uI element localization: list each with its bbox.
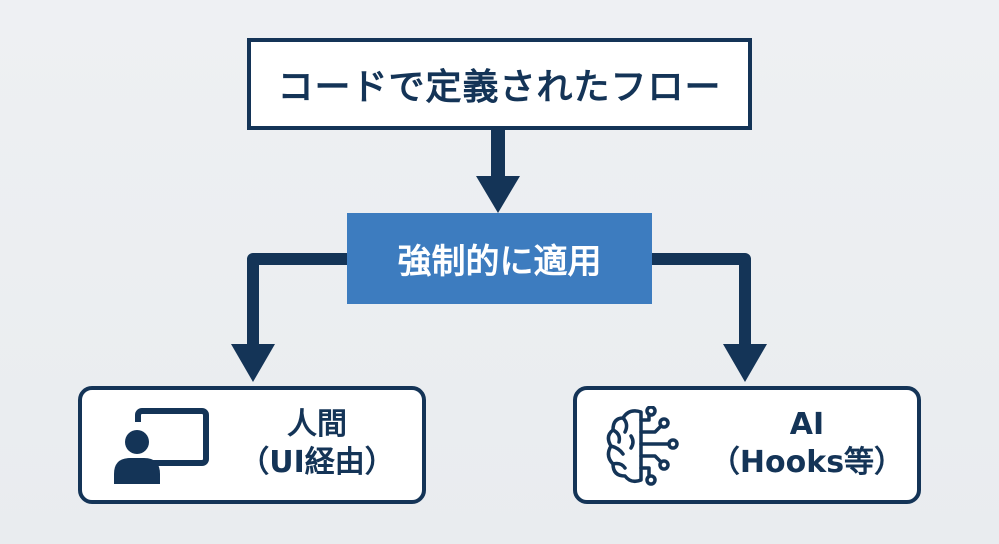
human-subtitle: （UI経由） (239, 445, 395, 480)
ai-subtitle: （Hooks等） (709, 445, 905, 480)
arrow-middle-to-human (231, 253, 347, 382)
arrow-middle-to-ai (652, 253, 767, 382)
ai-node-text: AI （Hooks等） (707, 406, 907, 482)
brain-circuit-icon (606, 406, 679, 486)
enforced-application-label: 強制的に適用 (397, 242, 602, 282)
ai-node-box: AI （Hooks等） (573, 386, 921, 504)
code-defined-flow-box: コードで定義されたフロー (247, 38, 752, 130)
human-title: 人間 (287, 407, 347, 442)
human-node-text: 人間 （UI経由） (227, 406, 407, 482)
arrow-top-to-middle (476, 130, 520, 213)
ai-title: AI (789, 407, 825, 442)
enforced-application-box: 強制的に適用 (347, 213, 652, 304)
human-node-box: 人間 （UI経由） (78, 386, 426, 504)
code-defined-flow-label: コードで定義されたフロー (277, 67, 722, 108)
person-at-screen-icon (114, 408, 209, 484)
